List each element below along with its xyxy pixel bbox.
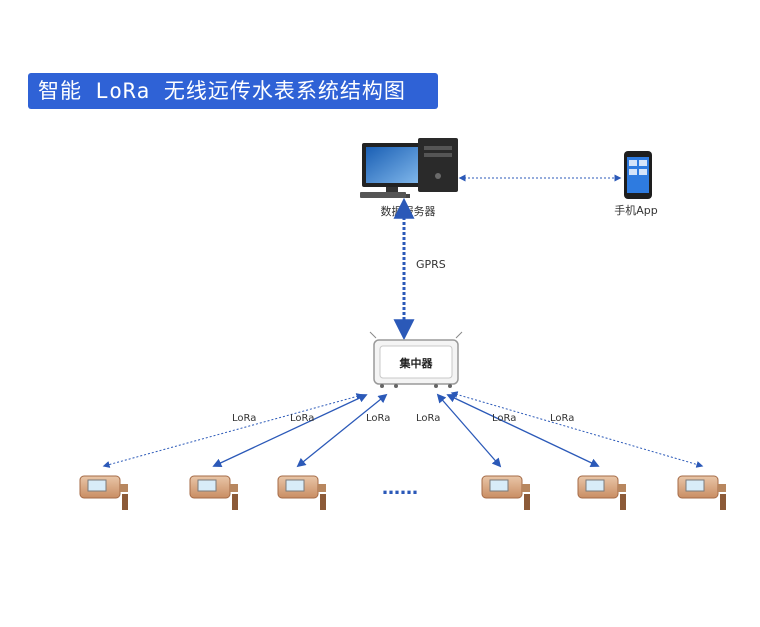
water-meter-icon	[277, 475, 326, 510]
water-meter-icon	[79, 475, 128, 510]
lora-links	[102, 391, 704, 468]
water-meter-icon	[481, 475, 530, 510]
diagram-title: 智能 LoRa 无线远传水表系统结构图	[28, 73, 438, 109]
lora-label-5: LoRa	[492, 413, 516, 424]
lora-label-1: LoRa	[232, 413, 256, 424]
concentrator-label: 集中器	[399, 356, 434, 370]
concentrator-icon	[369, 331, 463, 388]
lora-link-3	[296, 393, 388, 468]
app-label: 手机App	[614, 203, 658, 217]
lora-link-1	[102, 393, 364, 468]
server-label: 数据服务器	[381, 204, 436, 218]
phone-icon	[624, 151, 652, 199]
lora-label-6: LoRa	[550, 413, 574, 424]
water-meter-icon	[577, 475, 626, 510]
water-meter-icon	[677, 475, 726, 510]
ellipsis: ……	[382, 478, 418, 499]
lora-label-3: LoRa	[366, 413, 390, 424]
lora-label-4: LoRa	[416, 413, 440, 424]
lora-label-2: LoRa	[290, 413, 314, 424]
water-meter-icon	[189, 475, 238, 510]
lora-link-2	[212, 393, 368, 468]
lora-link-5	[446, 394, 600, 467]
lora-link-6	[450, 391, 704, 468]
gprs-label: GPRS	[416, 258, 446, 271]
server-icon	[360, 138, 458, 198]
